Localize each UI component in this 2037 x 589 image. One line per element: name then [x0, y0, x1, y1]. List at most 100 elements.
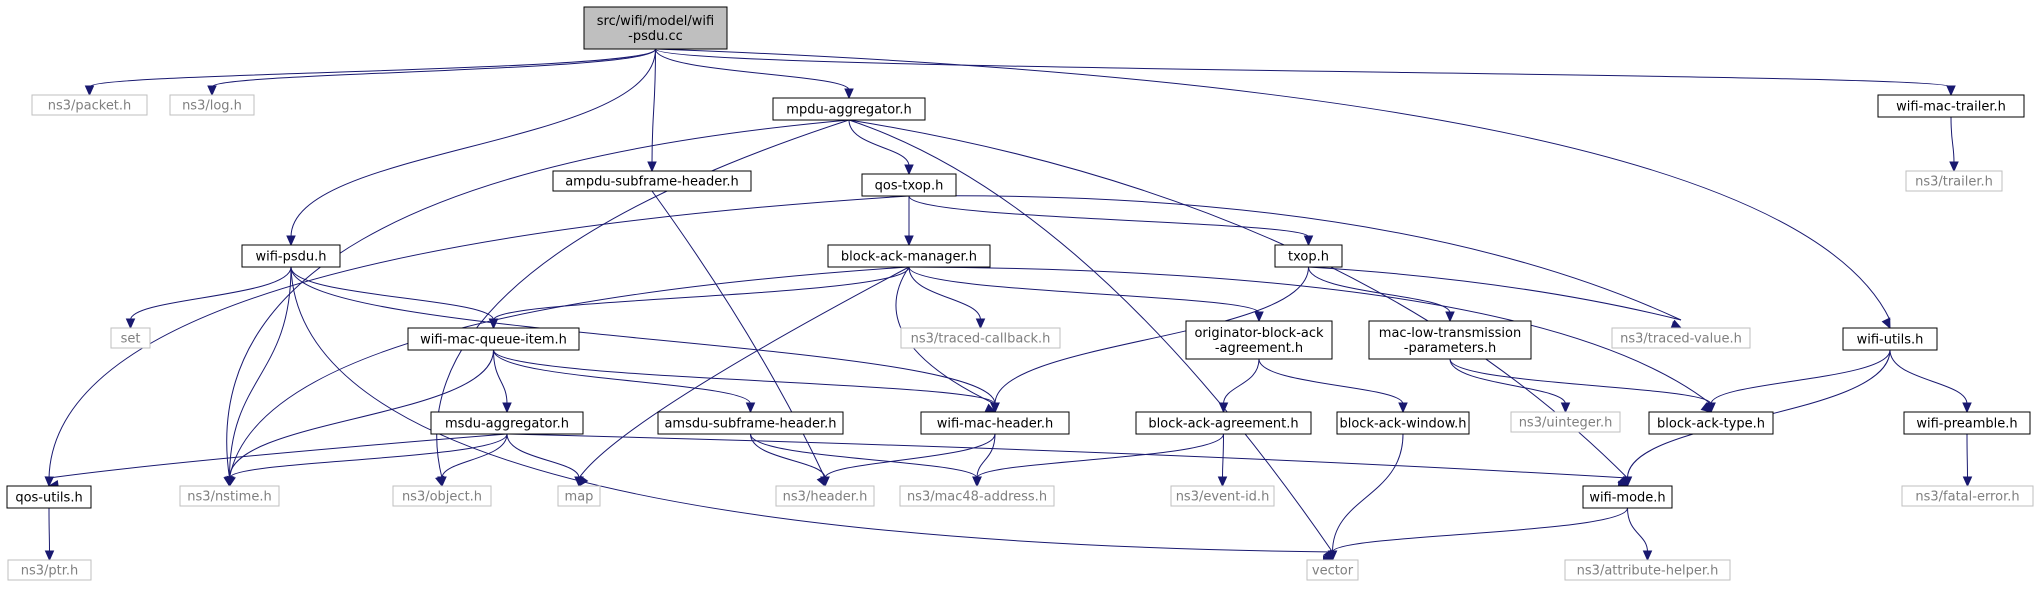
node-box-log: [169, 94, 255, 116]
arrowhead-txop-to-mac-low-tx: [1445, 311, 1455, 323]
node-msdu-agg[interactable]: msdu-aggregator.h: [430, 411, 584, 435]
node-wifi-utils[interactable]: wifi-utils.h: [1842, 327, 1938, 351]
node-box-ampdu-sub: [552, 170, 752, 192]
edge-wifi-mac-header-to-mac48: [976, 433, 996, 479]
node-set: set: [110, 327, 151, 349]
edge-txop-to-wifi-mac-header: [994, 266, 1309, 405]
node-label-root-line-1: src/wifi/model/wifi: [597, 14, 714, 29]
node-label-set: set: [121, 332, 141, 347]
edge-mpdu-agg-to-qos-txop: [848, 119, 910, 167]
node-qos-txop[interactable]: qos-txop.h: [861, 173, 957, 197]
edge-block-ack-manager-to-block-ack-type: [908, 266, 1712, 405]
node-mac-low-tx[interactable]: mac-low-transmission-parameters.h: [1368, 320, 1532, 360]
node-amsdu-sub[interactable]: amsdu-subframe-header.h: [657, 411, 844, 435]
arrowhead-root-to-ampdu-sub: [647, 161, 657, 173]
node-box-wifi-mac-trailer: [1877, 94, 2025, 118]
node-label-wifi-mode: wifi-mode.h: [1589, 491, 1665, 506]
edge-wifi-psdu-to-wifi-mac-header: [290, 266, 996, 405]
edge-wifi-mac-queue-item-to-amsdu-sub: [493, 349, 751, 405]
arrowhead-root-to-wifi-psdu: [286, 235, 296, 247]
edge-wifi-mode-to-attribute-helper: [1627, 507, 1648, 553]
edge-mac-low-tx-to-uinteger: [1449, 358, 1566, 405]
edge-amsdu-sub-to-mac48: [750, 433, 978, 479]
edge-root-to-ampdu-sub: [651, 48, 656, 164]
node-label-traced-value: ns3/traced-value.h: [1620, 332, 1742, 347]
edge-qos-utils-to-ptr: [48, 507, 50, 553]
node-object: ns3/object.h: [392, 485, 492, 507]
edge-msdu-agg-to-qos-utils: [48, 433, 508, 479]
node-label-event-id: ns3/event-id.h: [1176, 490, 1270, 505]
node-root[interactable]: src/wifi/model/wifi-psdu.cc: [583, 6, 728, 50]
node-qos-utils[interactable]: qos-utils.h: [6, 485, 92, 509]
node-txop[interactable]: txop.h: [1274, 244, 1343, 268]
node-originator[interactable]: originator-block-ack-agreement.h: [1185, 320, 1333, 360]
node-label-uinteger: ns3/uinteger.h: [1519, 416, 1613, 431]
node-box-trailer: [1905, 170, 2003, 192]
node-label-mac48: ns3/mac48-address.h: [907, 490, 1047, 505]
node-wifi-mac-queue-item[interactable]: wifi-mac-queue-item.h: [407, 327, 580, 351]
arrowhead-qos-txop-to-block-ack-manager: [904, 235, 914, 247]
node-box-packet: [31, 94, 148, 116]
node-nstime: ns3/nstime.h: [179, 485, 280, 507]
node-label-traced-callback: ns3/traced-callback.h: [911, 332, 1051, 347]
node-box-root: [583, 6, 728, 50]
node-wifi-mode[interactable]: wifi-mode.h: [1582, 485, 1673, 509]
arrowhead-originator-to-block-ack-window: [1398, 402, 1408, 414]
node-wifi-mac-header[interactable]: wifi-mac-header.h: [920, 411, 1070, 435]
node-event-id: ns3/event-id.h: [1170, 485, 1275, 507]
node-box-object: [392, 485, 492, 507]
node-label-ampdu-sub: ampdu-subframe-header.h: [565, 175, 739, 190]
node-box-originator: [1185, 320, 1333, 360]
node-wifi-psdu[interactable]: wifi-psdu.h: [241, 244, 341, 268]
node-trailer: ns3/trailer.h: [1905, 170, 2003, 192]
node-label-block-ack-type: block-ack-type.h: [1657, 417, 1765, 432]
edge-wifi-mac-header-to-header: [824, 433, 996, 479]
node-map: map: [557, 485, 601, 507]
node-wifi-preamble[interactable]: wifi-preamble.h: [1903, 411, 2031, 435]
node-wifi-mac-trailer[interactable]: wifi-mac-trailer.h: [1877, 94, 2025, 118]
node-label-mac-low-tx-line-2: -parameters.h: [1404, 341, 1496, 356]
node-box-traced-callback: [900, 327, 1061, 349]
node-ampdu-sub[interactable]: ampdu-subframe-header.h: [552, 170, 752, 192]
node-box-mpdu-agg: [772, 97, 926, 121]
node-box-wifi-preamble: [1903, 411, 2031, 435]
edge-qos-txop-to-qos-utils: [48, 195, 910, 479]
arrowhead-mac-low-tx-to-uinteger: [1560, 402, 1571, 414]
arrowhead-originator-to-block-ack-agreement: [1218, 402, 1229, 414]
node-label-attribute-helper: ns3/attribute-helper.h: [1577, 564, 1719, 579]
node-log: ns3/log.h: [169, 94, 255, 116]
node-box-qos-txop: [861, 173, 957, 197]
edge-wifi-mode-to-vector: [1332, 507, 1628, 553]
arrowhead-block-ack-manager-to-originator: [1254, 311, 1264, 323]
edge-amsdu-sub-to-header: [750, 433, 826, 479]
node-box-amsdu-sub: [657, 411, 844, 435]
edge-root-to-wifi-psdu: [290, 48, 656, 238]
edge-qos-txop-to-txop: [908, 195, 1309, 238]
edge-wifi-preamble-to-fatal-error: [1966, 433, 1968, 479]
arrowhead-root-to-wifi-utils: [1881, 317, 1891, 330]
node-label-wifi-preamble: wifi-preamble.h: [1916, 417, 2017, 432]
edge-txop-to-mac-low-tx: [1308, 266, 1451, 314]
node-block-ack-window[interactable]: block-ack-window.h: [1336, 411, 1470, 435]
arrowhead-wifi-mac-queue-item-to-wifi-mac-header: [990, 402, 1000, 414]
node-label-txop: txop.h: [1288, 250, 1329, 265]
edge-root-to-packet: [89, 48, 656, 88]
edge-wifi-utils-to-wifi-preamble: [1889, 349, 1968, 405]
node-label-vector: vector: [1312, 564, 1354, 579]
node-label-wifi-mac-header: wifi-mac-header.h: [937, 417, 1054, 432]
edge-wifi-utils-to-block-ack-type: [1710, 349, 1891, 405]
edge-mpdu-agg-to-vector: [848, 119, 1333, 553]
node-block-ack-agreement[interactable]: block-ack-agreement.h: [1135, 411, 1312, 435]
arrowhead-block-ack-manager-to-traced-callback: [975, 318, 986, 330]
node-block-ack-manager[interactable]: block-ack-manager.h: [827, 244, 991, 268]
node-box-event-id: [1170, 485, 1275, 507]
node-label-ptr: ns3/ptr.h: [21, 564, 79, 579]
node-mpdu-agg[interactable]: mpdu-aggregator.h: [772, 97, 926, 121]
node-label-qos-txop: qos-txop.h: [875, 179, 944, 194]
edge-root-to-wifi-mac-trailer: [655, 48, 1952, 88]
node-block-ack-type[interactable]: block-ack-type.h: [1648, 411, 1774, 435]
node-label-block-ack-agreement: block-ack-agreement.h: [1148, 417, 1298, 432]
arrowhead-block-ack-agreement-to-event-id: [1217, 476, 1228, 488]
arrowhead-wifi-psdu-to-set: [125, 318, 136, 330]
node-box-mac-low-tx: [1368, 320, 1532, 360]
